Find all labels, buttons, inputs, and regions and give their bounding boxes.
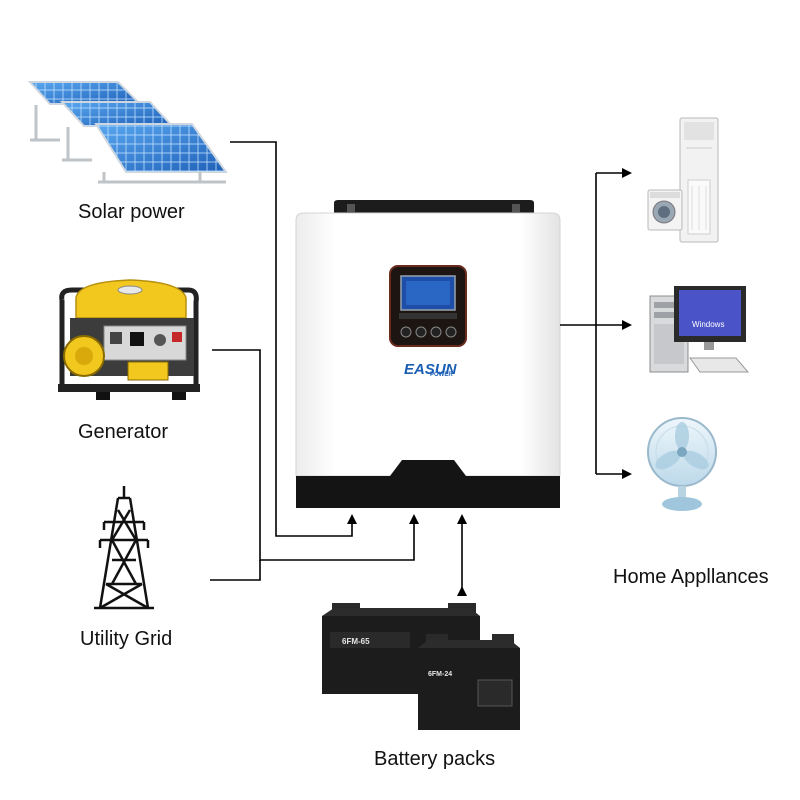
battery-left-model: 6FM-65: [342, 637, 370, 646]
inverter-icon: EASUN POWER: [295, 200, 561, 508]
computer-icon: Windows: [649, 286, 750, 373]
battery-packs-icon: 6FM-65 6FM-24: [322, 603, 520, 730]
solar-power-label: Solar power: [78, 201, 185, 223]
solar-panels-icon: [27, 81, 228, 184]
battery-right: 6FM-24: [418, 634, 520, 730]
battery-right-model: 6FM-24: [428, 671, 452, 678]
inverter-brand-sub: POWER: [430, 372, 453, 378]
connectors: [210, 141, 632, 596]
inverter-brand-main: EASUN: [404, 361, 458, 378]
utility-tower-icon: [94, 486, 154, 610]
home-appliances-label: Home Appllances: [613, 566, 769, 588]
generator-label: Generator: [78, 421, 169, 443]
air-conditioner-washer-icon: [647, 117, 719, 243]
generator-icon: [58, 279, 200, 400]
battery-packs-label: Battery packs: [374, 748, 496, 770]
utility-grid-label: Utility Grid: [80, 628, 173, 650]
monitor-os-text: Windows: [692, 320, 724, 329]
solar-panel: [94, 123, 228, 184]
grid-connector: [210, 560, 261, 581]
solar-connector: [230, 141, 357, 537]
fan-icon: [647, 417, 717, 511]
solar-panel: [59, 101, 175, 162]
